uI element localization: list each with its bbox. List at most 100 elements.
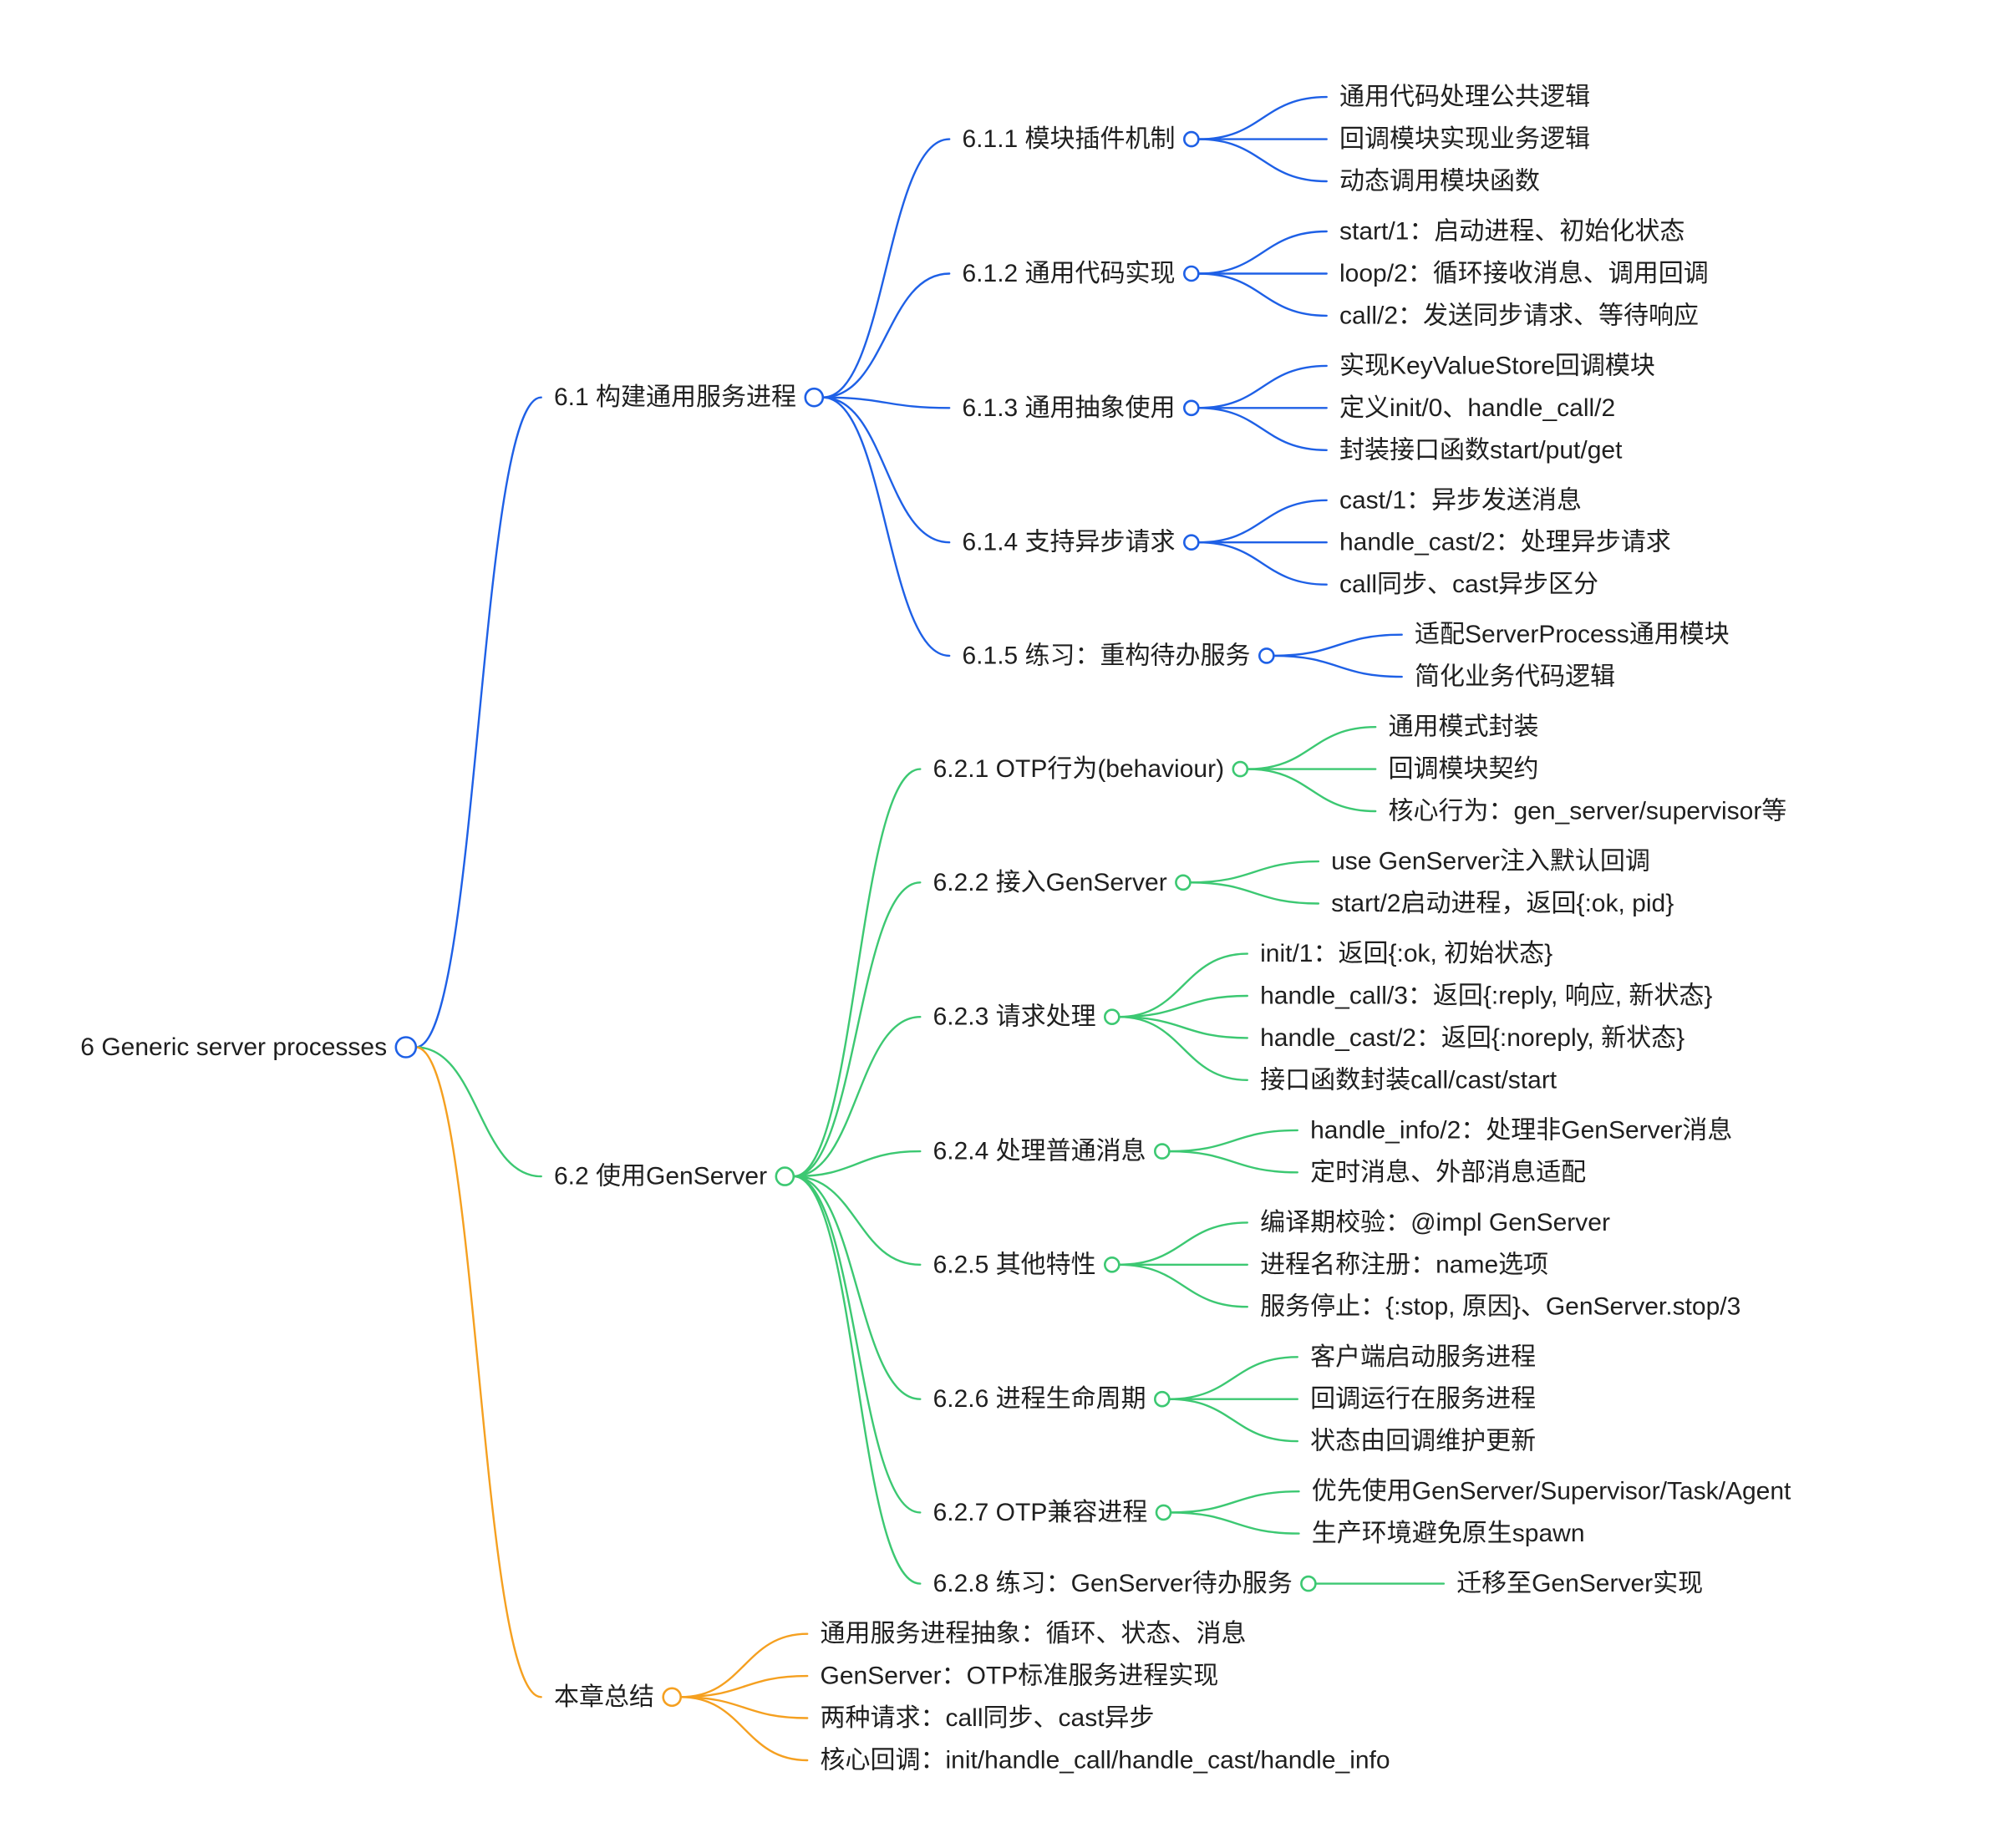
subtopic-label: 6.2.8 练习：GenServer待办服务 [933,1570,1293,1597]
detail-label: 接口函数封装call/cast/start [1260,1066,1558,1094]
connector-line [1189,881,1320,905]
detail-label: loop/2：循环接收消息、调用回调 [1339,260,1709,287]
connector-line [792,1150,922,1178]
collapse-toggle[interactable] [1154,1143,1171,1160]
collapse-toggle[interactable] [1155,1504,1172,1521]
connector-line [792,1175,922,1266]
connector-line [414,1046,542,1178]
connector-line [1168,1398,1298,1443]
connector-line [792,1175,922,1514]
collapse-toggle[interactable] [1183,534,1200,551]
detail-label: 核心行为：gen_server/supervisor等 [1389,798,1787,825]
connector-line [1197,272,1328,317]
detail-label: init/1：返回{:ok, 初始状态} [1260,940,1552,967]
collapse-toggle[interactable] [1300,1575,1317,1592]
connector-line [1118,994,1248,1018]
connector-layer [414,95,1446,1762]
detail-label: handle_cast/2：返回{:noreply, 新状态} [1260,1024,1685,1052]
main-branch-label: 本章总结 [554,1683,654,1711]
detail-label: use GenServer注入默认回调 [1331,848,1650,876]
subtopic-label: 6.2.1 OTP行为(behaviour) [933,755,1224,783]
collapse-toggle[interactable] [662,1687,683,1708]
connector-line [1169,1490,1300,1514]
connector-line [1118,952,1248,1018]
collapse-toggle[interactable] [1104,1257,1120,1273]
detail-label: start/1：启动进程、初始化状态 [1339,218,1685,246]
detail-label: cast/1：异步发送消息 [1339,486,1582,514]
connector-line [821,396,951,544]
main-branch-label: 6.1 构建通用服务进程 [554,383,796,411]
connector-line [1118,1016,1248,1039]
connector-line [821,272,951,399]
connector-line [1168,1356,1298,1400]
collapse-toggle[interactable] [804,387,825,408]
connector-line [1197,541,1328,586]
collapse-toggle[interactable] [1104,1008,1120,1025]
collapse-toggle[interactable] [1232,760,1249,778]
subtopic-label: 6.2.4 处理普通消息 [933,1138,1146,1165]
connector-line [679,1674,809,1698]
detail-label: 回调模块契约 [1389,755,1539,783]
detail-label: 回调模块实现业务逻辑 [1339,125,1590,153]
connector-line [821,138,951,399]
connector-line [1118,1263,1248,1308]
connector-line [792,1016,922,1178]
detail-label: 动态调用模块函数 [1339,168,1540,195]
connector-line [1189,860,1320,884]
detail-label: 迁移至GenServer实现 [1456,1570,1703,1597]
subtopic-label: 6.1.4 支持异步请求 [963,529,1176,556]
detail-label: 优先使用GenServer/Supervisor/Task/Agent [1312,1478,1791,1505]
collapse-toggle[interactable] [1183,265,1200,282]
main-branch-label: 6.2 使用GenServer [554,1163,767,1191]
collapse-toggle[interactable] [775,1166,795,1186]
connector-line [1246,768,1377,813]
connector-line [679,1696,809,1762]
collapse-toggle[interactable] [1183,399,1200,417]
detail-label: start/2启动进程，返回{:ok, pid} [1331,890,1674,917]
detail-label: 进程名称注册：name选项 [1260,1251,1548,1278]
connector-line [1197,138,1328,183]
subtopic-label: 6.1.2 通用代码实现 [963,260,1176,287]
root-topic-label: 6 Generic server processes [80,1033,387,1061]
connector-line [1118,1016,1248,1081]
connector-line [1168,1129,1298,1153]
detail-label: 状态由回调维护更新 [1310,1428,1536,1455]
connector-line [821,396,951,657]
connector-line [1246,726,1377,770]
subtopic-label: 6.2.2 接入GenServer [933,869,1167,896]
collapse-toggle[interactable] [1183,130,1200,148]
connector-line [792,1175,922,1585]
subtopic-label: 6.2.5 其他特性 [933,1251,1096,1278]
detail-label: 通用代码处理公共逻辑 [1339,84,1590,111]
connector-line [1197,364,1328,409]
subtopic-label: GenServer：OTP标准服务进程实现 [821,1663,1219,1690]
collapse-toggle[interactable] [1154,1390,1171,1408]
detail-label: call同步、cast异步区分 [1339,571,1598,598]
detail-label: 封装接口函数start/put/get [1339,436,1623,464]
connector-line [679,1696,809,1719]
subtopic-label: 两种请求：call同步、cast异步 [821,1704,1155,1732]
subtopic-label: 通用服务进程抽象：循环、状态、消息 [821,1620,1247,1647]
detail-label: 回调运行在服务进程 [1310,1385,1536,1413]
detail-label: 简化业务代码逻辑 [1415,663,1615,691]
detail-label: 服务停止：{:stop, 原因}、GenServer.stop/3 [1260,1293,1740,1321]
detail-label: handle_info/2：处理非GenServer消息 [1310,1116,1732,1144]
detail-label: 定时消息、外部消息适配 [1310,1159,1586,1186]
collapse-toggle[interactable] [1258,647,1275,664]
detail-label: call/2：发送同步请求、等待响应 [1339,302,1699,329]
connector-line [1197,95,1328,140]
detail-label: 生产环境避免原生spawn [1312,1520,1585,1547]
subtopic-label: 6.2.7 OTP兼容进程 [933,1499,1148,1526]
connector-line [1273,654,1403,678]
subtopic-label: 6.2.6 进程生命周期 [933,1385,1146,1413]
connector-line [792,768,922,1178]
connector-line [1197,230,1328,275]
collapse-toggle[interactable] [1175,874,1192,891]
collapse-toggle[interactable] [394,1036,418,1059]
detail-label: handle_cast/2：处理异步请求 [1339,529,1671,556]
connector-line [1197,407,1328,451]
detail-label: 定义init/0、handle_call/2 [1339,394,1615,422]
